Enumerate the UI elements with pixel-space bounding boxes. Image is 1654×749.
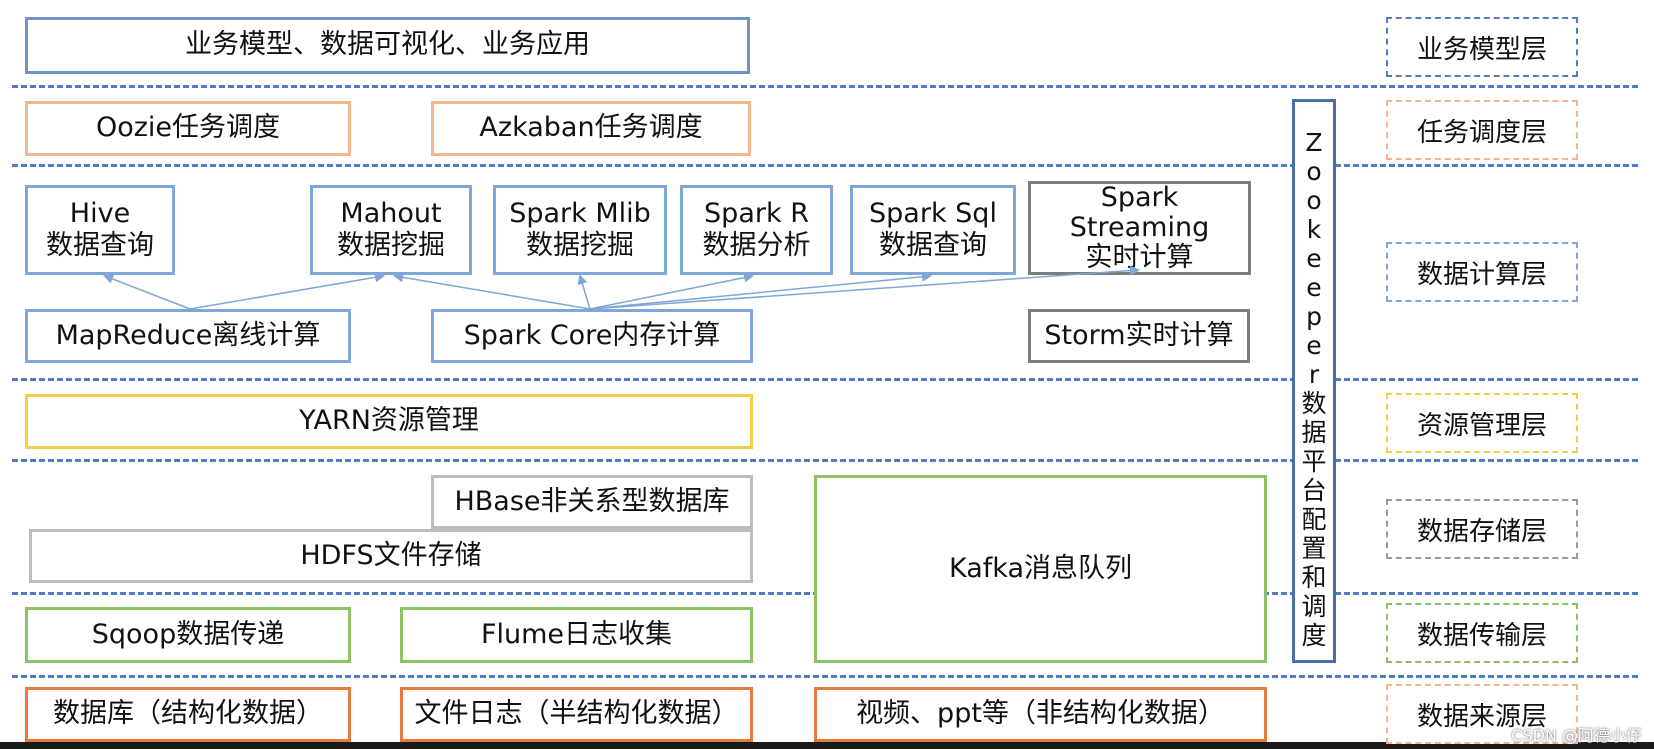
file-log-source-label: 文件日志（半结构化数据） (414, 698, 739, 730)
zookeeper-char: e (1306, 331, 1322, 360)
storm-box: Storm实时计算 (1028, 309, 1250, 363)
spark-streaming-name-1: Spark (1100, 182, 1179, 214)
flume-label: Flume日志收集 (480, 618, 673, 650)
flume-box: Flume日志收集 (400, 607, 753, 663)
hbase-box: HBase非关系型数据库 (431, 475, 753, 529)
file-log-source-box: 文件日志（半结构化数据） (400, 687, 753, 742)
arrow-mapreduce-to-hive (103, 274, 191, 310)
layer-label-compute: 数据计算层 (1386, 242, 1578, 302)
zookeeper-char: 数 (1301, 389, 1327, 418)
spark-r-box: Spark R 数据分析 (680, 185, 833, 275)
arrow-sparkcore-to-streaming (589, 265, 1140, 310)
mapreduce-label: MapReduce离线计算 (55, 319, 321, 351)
zookeeper-char: e (1306, 273, 1322, 302)
kafka-label: Kafka消息队列 (949, 552, 1132, 584)
spark-mlib-name: Spark Mlib (509, 197, 651, 229)
oozie-box: Oozie任务调度 (25, 101, 351, 156)
business-box: 业务模型、数据可视化、业务应用 (25, 17, 750, 74)
hive-box: Hive 数据查询 (25, 185, 175, 275)
layer-label-transfer: 数据传输层 (1386, 603, 1578, 663)
layer-label-source: 数据来源层 (1386, 684, 1578, 744)
spark-sql-name: Spark Sql (869, 197, 997, 229)
hive-desc: 数据查询 (46, 230, 154, 261)
layer-label-resource: 资源管理层 (1386, 393, 1578, 453)
zookeeper-box: Z o o k e e p e r 数 据 平 台 配 置 和 调 度 (1292, 99, 1336, 663)
arrow-sparkcore-to-sparksql (589, 271, 932, 310)
yarn-box: YARN资源管理 (25, 394, 753, 449)
arrow-sparkcore-to-mahout (393, 272, 591, 310)
zookeeper-char: 度 (1301, 621, 1327, 650)
hdfs-label: HDFS文件存储 (300, 539, 482, 571)
layer-divider (12, 378, 1638, 381)
layer-divider (12, 459, 1638, 462)
spark-r-name: Spark R (704, 197, 809, 229)
layer-divider (12, 675, 1638, 678)
zookeeper-char: 平 (1301, 447, 1327, 476)
layer-label-scheduling: 任务调度层 (1386, 100, 1578, 160)
arrow-sparkcore-to-mlib (577, 274, 591, 310)
spark-sql-box: Spark Sql 数据查询 (850, 185, 1016, 275)
yarn-label: YARN资源管理 (299, 405, 479, 437)
database-source-box: 数据库（结构化数据） (25, 687, 351, 742)
video-source-box: 视频、ppt等（非结构化数据） (814, 687, 1267, 742)
spark-sql-desc: 数据查询 (878, 230, 987, 261)
mahout-box: Mahout 数据挖掘 (310, 185, 472, 275)
azkaban-box: Azkaban任务调度 (431, 101, 751, 156)
hive-name: Hive (69, 197, 131, 229)
watermark: CSDN @阿德小仔 (1511, 726, 1642, 745)
layer-divider (12, 164, 1638, 167)
zookeeper-char: k (1306, 215, 1322, 244)
layer-divider (12, 85, 1638, 88)
zookeeper-char: 配 (1301, 505, 1327, 534)
spark-streaming-name-2: Streaming (1069, 212, 1210, 244)
spark-core-label: Spark Core内存计算 (463, 319, 721, 351)
spark-mlib-desc: 数据挖掘 (526, 230, 634, 261)
business-box-label: 业务模型、数据可视化、业务应用 (185, 29, 590, 61)
database-source-label: 数据库（结构化数据） (53, 698, 323, 730)
zookeeper-char: o (1306, 157, 1322, 186)
spark-r-desc: 数据分析 (702, 230, 811, 261)
mapreduce-box: MapReduce离线计算 (25, 309, 351, 363)
mahout-desc: 数据挖掘 (337, 230, 445, 261)
zookeeper-char: 调 (1301, 592, 1327, 621)
sqoop-label: Sqoop数据传递 (91, 618, 285, 650)
spark-core-box: Spark Core内存计算 (431, 309, 753, 363)
sqoop-box: Sqoop数据传递 (25, 607, 351, 663)
oozie-label: Oozie任务调度 (95, 112, 281, 144)
hdfs-box: HDFS文件存储 (29, 529, 753, 583)
arrow-mapreduce-to-mahout (189, 272, 385, 310)
kafka-box: Kafka消息队列 (814, 475, 1267, 663)
zookeeper-char: o (1306, 186, 1322, 215)
zookeeper-char: 台 (1301, 476, 1327, 505)
zookeeper-char: 置 (1301, 534, 1327, 563)
layer-label-storage: 数据存储层 (1386, 499, 1578, 559)
layer-label-business: 业务模型层 (1386, 17, 1578, 77)
spark-mlib-box: Spark Mlib 数据挖掘 (493, 185, 667, 275)
zookeeper-char: 和 (1301, 563, 1327, 592)
hbase-label: HBase非关系型数据库 (454, 485, 730, 517)
spark-streaming-box: Spark Streaming 实时计算 (1028, 181, 1251, 275)
video-source-label: 视频、ppt等（非结构化数据） (856, 698, 1225, 730)
azkaban-label: Azkaban任务调度 (479, 112, 703, 144)
zookeeper-char: Z (1305, 128, 1323, 157)
zookeeper-char: 据 (1301, 418, 1327, 447)
arrow-sparkcore-to-sparkr (589, 272, 754, 310)
zookeeper-char: r (1308, 360, 1320, 389)
zookeeper-char: e (1306, 244, 1322, 273)
zookeeper-char: p (1306, 302, 1322, 331)
storm-label: Storm实时计算 (1044, 319, 1234, 351)
mahout-name: Mahout (340, 197, 442, 229)
